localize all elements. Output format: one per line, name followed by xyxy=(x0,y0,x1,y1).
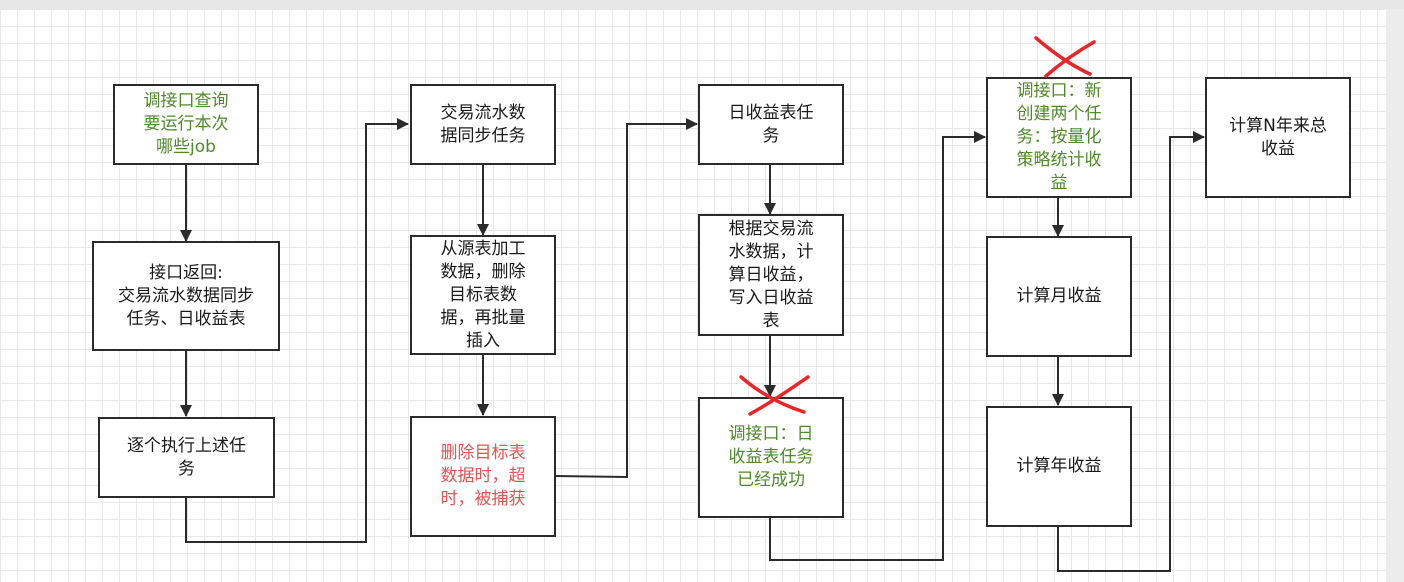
top-band xyxy=(0,0,1404,9)
node-interface-return[interactable]: 接口返回: 交易流水数据同步 任务、日收益表 xyxy=(92,241,280,351)
node-compute-daily-income[interactable]: 根据交易流 水数据，计 算日收益， 写入日收益 表 xyxy=(698,214,844,336)
node-yearly-income[interactable]: 计算年收益 xyxy=(986,406,1132,527)
node-monthly-income[interactable]: 计算月收益 xyxy=(986,236,1132,357)
node-daily-success[interactable]: 调接口：日 收益表任务 已经成功 xyxy=(698,397,844,518)
node-sync-task[interactable]: 交易流水数 据同步任务 xyxy=(410,84,556,165)
vertical-scrollbar[interactable] xyxy=(1386,9,1404,582)
node-process-data[interactable]: 从源表加工 数据，删除 目标表数 据，再批量 插入 xyxy=(410,235,556,355)
node-total-income[interactable]: 计算N年来总 收益 xyxy=(1205,77,1351,198)
edge-n12-n13 xyxy=(1057,131,1205,572)
node-daily-income-task[interactable]: 日收益表任 务 xyxy=(698,84,844,165)
node-create-two-tasks[interactable]: 调接口：新 创建两个任 务：按量化 策略统计收 益 xyxy=(986,77,1132,198)
edge-n6-n7 xyxy=(554,118,698,479)
node-delete-timeout[interactable]: 删除目标表 数据时，超 时，被捕获 xyxy=(410,416,556,537)
edge-n9-n10 xyxy=(769,131,986,561)
node-execute-tasks[interactable]: 逐个执行上述任 务 xyxy=(98,417,275,498)
node-query-jobs[interactable]: 调接口查询 要运行本次 哪些job xyxy=(113,84,259,165)
edge-n3-n4 xyxy=(185,118,409,543)
